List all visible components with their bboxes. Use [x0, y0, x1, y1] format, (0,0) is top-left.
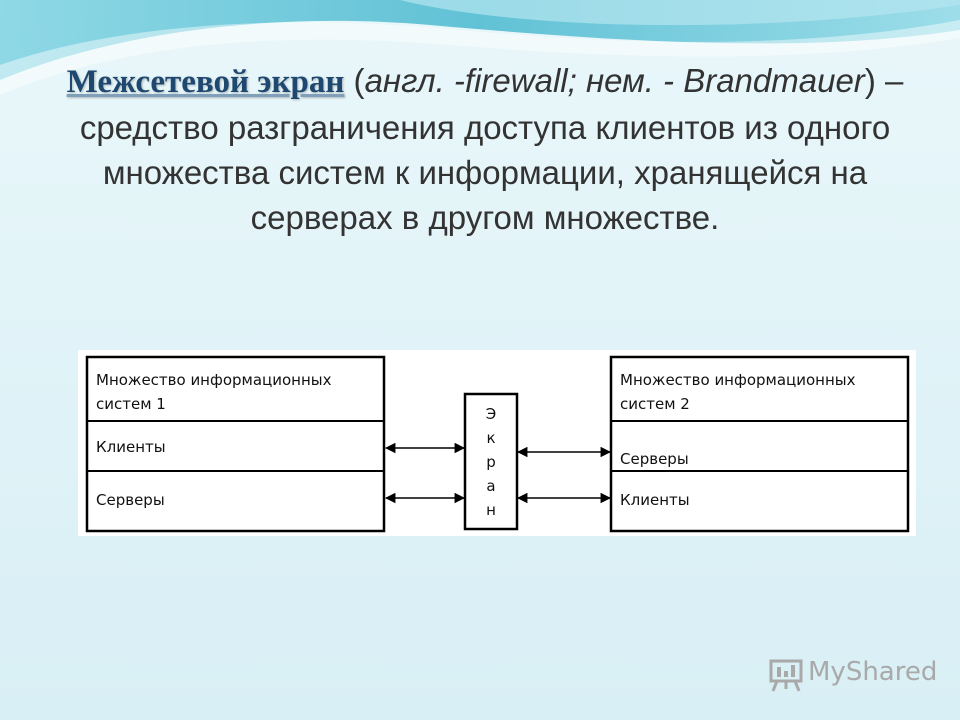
firewall-letter-5: н: [486, 501, 496, 519]
firewall-letter-3: р: [486, 453, 496, 471]
right-box-clients: Клиенты: [620, 491, 690, 509]
heading-paren-close: ): [864, 62, 876, 99]
firewall-letter-1: Э: [486, 405, 496, 423]
firewall-letter-4: а: [486, 477, 495, 495]
watermark-logo: MyShared: [768, 655, 937, 695]
watermark-text: MyShared: [808, 657, 938, 687]
firewall-diagram: Множество информационных систем 1 Клиент…: [78, 350, 916, 536]
left-systems-box: Множество информационных систем 1 Клиент…: [85, 355, 386, 533]
left-box-title-line1: Множество информационных: [96, 371, 332, 389]
header-wave-highlight: [0, 20, 960, 95]
header-wave-light: [400, 0, 960, 26]
left-box-clients: Клиенты: [96, 438, 166, 456]
presentation-board-icon: [769, 659, 803, 692]
slide-heading: Межсетевой экран (англ. -firewall; нем. …: [60, 58, 910, 240]
left-box-title-line2: систем 1: [96, 395, 166, 413]
firewall-letter-2: к: [486, 429, 495, 447]
firewall-box: Э к р а н: [463, 392, 519, 531]
right-box-title-line1: Множество информационных: [620, 371, 856, 389]
heading-term: Межсетевой экран: [66, 64, 345, 100]
right-box-servers: Серверы: [620, 450, 689, 468]
right-systems-box: Множество информационных систем 2 Сервер…: [609, 355, 910, 533]
left-box-servers: Серверы: [96, 491, 165, 509]
heading-definition: – средство разграничения доступа клиенто…: [79, 62, 904, 236]
right-box-title-line2: систем 2: [620, 395, 690, 413]
heading-paren-open: (: [344, 62, 365, 99]
heading-aliases: англ. -firewall; нем. - Brandmauer: [364, 62, 865, 99]
